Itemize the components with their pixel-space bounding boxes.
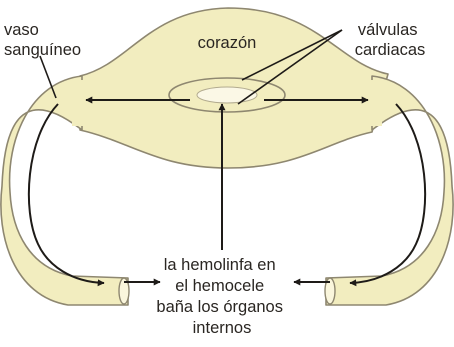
vessel-label-line-1: vaso (4, 21, 39, 39)
flow-arrow-right-vessel (349, 103, 427, 287)
left-joint (72, 80, 94, 126)
valves-label-line-1: válvulas (358, 21, 418, 39)
heart-label: corazón (198, 34, 257, 52)
hemolymph-label-line-4: internos (193, 319, 252, 337)
right-vessel-opening (324, 277, 336, 305)
hemolymph-label: la hemolinfa en el hemocele baña los órg… (156, 256, 287, 337)
valves-label-line-2 (237, 29, 343, 105)
vessel-label: vaso sanguíneo (4, 21, 81, 59)
hemolymph-label-line-3: baña los órganos (156, 298, 283, 316)
flow-arrow-left-vessel (27, 103, 105, 287)
heart-valve-inner (196, 86, 258, 104)
left-blood-vessel (0, 75, 129, 306)
vessel-label-line (39, 55, 57, 99)
hemolymph-label-line-2: el hemocele (175, 277, 264, 295)
valves-label-line-1 (241, 29, 343, 81)
right-blood-vessel (325, 75, 454, 306)
valves-label-line-2: cardiacas (355, 41, 426, 59)
vessel-label-line-2: sanguíneo (4, 41, 81, 59)
hemolymph-label-line-1: la hemolinfa en (164, 256, 276, 274)
left-vessel-opening (118, 277, 130, 305)
valves-label: válvulas cardiacas (355, 21, 426, 59)
right-joint (360, 80, 382, 126)
